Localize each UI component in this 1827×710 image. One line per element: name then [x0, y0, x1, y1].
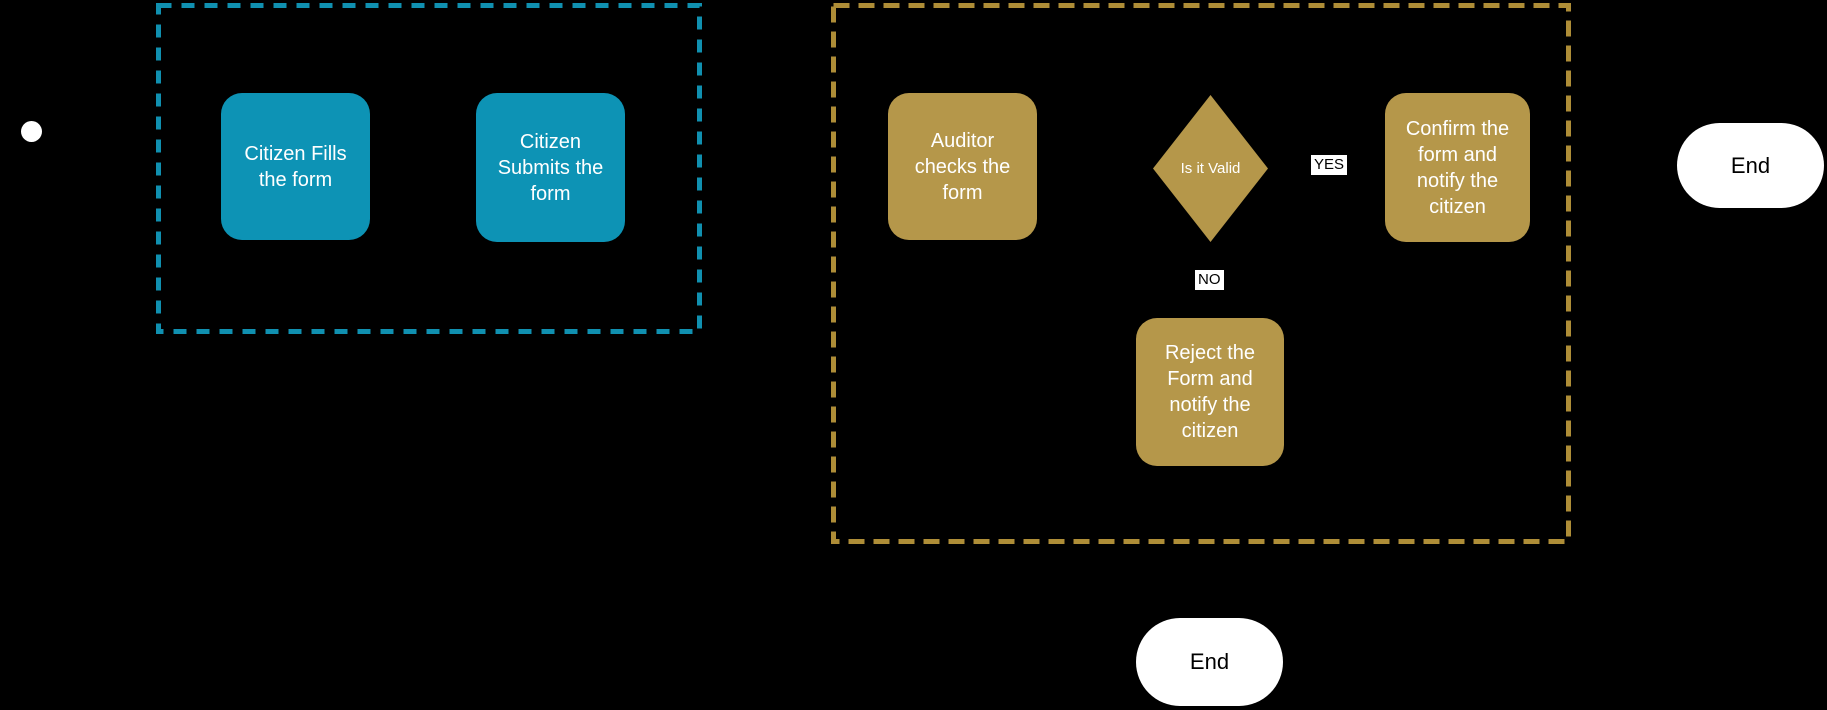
node-reject-form: Reject the Form and notify the citizen — [1136, 318, 1284, 466]
node-label: Citizen Submits the form — [497, 130, 604, 205]
start-node-icon — [21, 121, 42, 142]
end-node-right: End — [1677, 123, 1824, 208]
diamond-shape — [1153, 95, 1268, 242]
node-label: Auditor checks the form — [914, 129, 1011, 204]
node-label: Citizen Fills the form — [244, 142, 347, 191]
decision-is-it-valid: Is it Valid — [1153, 95, 1268, 242]
node-citizen-fills-form: Citizen Fills the form — [221, 93, 370, 240]
node-label: Confirm the form and notify the citizen — [1405, 117, 1510, 218]
node-citizen-submits-form: Citizen Submits the form — [476, 93, 625, 242]
edge-label-yes: YES — [1311, 155, 1348, 175]
decision-label: Is it Valid — [1180, 160, 1241, 177]
node-label: Reject the Form and notify the citizen — [1164, 342, 1256, 442]
edge-label-no: NO — [1195, 270, 1224, 290]
subgraph-auditor — [831, 3, 1571, 544]
end-node-bottom: End — [1136, 618, 1283, 706]
subgraph-citizen — [156, 3, 702, 334]
end-label: End — [1730, 152, 1771, 178]
dashed-border-auditor — [831, 3, 1571, 544]
end-label: End — [1189, 649, 1230, 674]
node-confirm-form: Confirm the form and notify the citizen — [1385, 93, 1530, 242]
dashed-border-citizen — [156, 3, 702, 334]
node-auditor-checks-form: Auditor checks the form — [888, 93, 1037, 240]
